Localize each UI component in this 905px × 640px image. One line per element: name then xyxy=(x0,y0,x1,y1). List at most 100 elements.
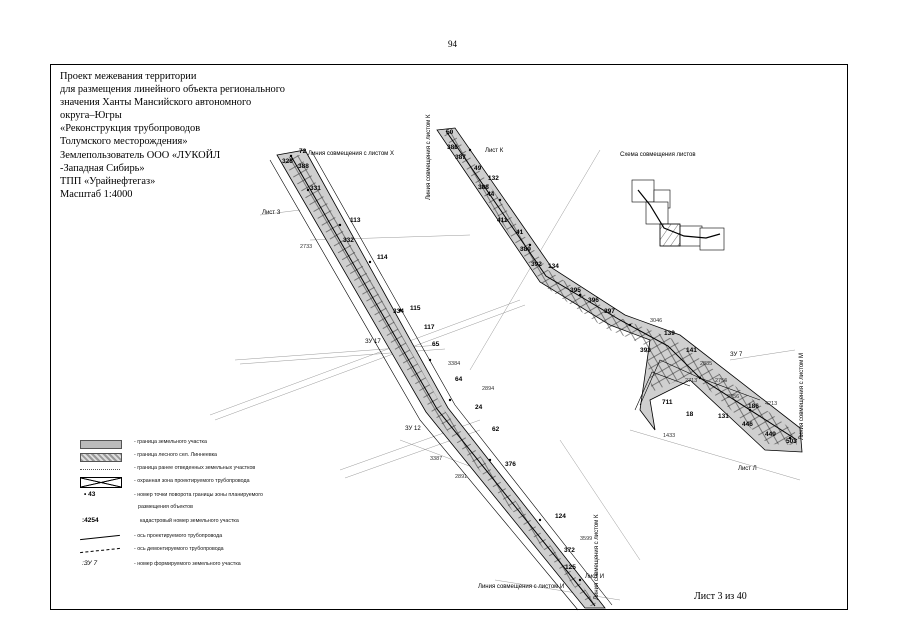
legend-protection-zone-symbol xyxy=(80,477,122,488)
parcel-label: 2756 xyxy=(715,378,727,384)
parcel-label: 2894 xyxy=(482,386,494,392)
right-corridor xyxy=(436,127,803,453)
point-label: 18 xyxy=(686,411,694,418)
parcel-label: 3046 xyxy=(650,318,662,324)
point-label: 49 xyxy=(474,165,482,172)
match-line-x-label: Линия совмещения с листом Х xyxy=(308,151,394,157)
legend-item: :ЗУ 7 - номер формируемого земельного уч… xyxy=(80,560,340,572)
parcel-label: 2733 xyxy=(300,244,312,250)
point-label: 503 xyxy=(786,438,797,445)
point-label: 131 xyxy=(718,413,729,420)
point-label: 376 xyxy=(505,461,516,468)
title-line: для размещения линейного объекта региона… xyxy=(60,84,285,96)
point-label: 41 xyxy=(516,229,524,236)
point-label: 393 xyxy=(640,347,651,354)
point-label: 395 xyxy=(570,287,581,294)
legend-item: размещения объектов xyxy=(80,503,340,515)
point-label: 446 xyxy=(742,421,753,428)
drawing-frame xyxy=(50,64,848,610)
legend-text: кадастровый номер земельного участка xyxy=(140,518,239,524)
right-point-labels: 50 386 387 49 132 388 44 411 41 389 134 … xyxy=(446,129,797,445)
point-label: 65 xyxy=(432,341,440,348)
legend-item: - граница земельного участка xyxy=(80,438,340,450)
point-label: 449 xyxy=(765,431,776,438)
point-label: 24 xyxy=(475,404,483,411)
point-label: 392 xyxy=(531,261,542,268)
point-label: 62 xyxy=(492,426,500,433)
legend-text: - граница земельного участка xyxy=(134,439,207,445)
point-label: 44 xyxy=(487,191,495,198)
scheme-title: Схема совмещения листов xyxy=(620,152,696,158)
page-number: 94 xyxy=(448,39,457,49)
sheet-i-label: Лист И xyxy=(585,574,604,580)
point-label: 124 xyxy=(555,513,566,520)
left-corridor xyxy=(269,149,613,611)
title-line: «Реконструкция трубопроводов xyxy=(60,123,201,135)
left-pipeline-axis xyxy=(290,155,596,607)
point-label: 388 xyxy=(478,184,489,191)
title-line: округа–Югры xyxy=(60,110,122,122)
sheet-z-label: Лист З xyxy=(262,210,281,216)
parcel-labels: 2733 3384 2894 3387 2891 3599 3046 2885 … xyxy=(300,244,777,542)
parcel-label: 1433 xyxy=(663,433,675,439)
parcel-label: 3387 xyxy=(430,456,442,462)
point-label: 114 xyxy=(377,254,388,261)
legend-text: - номер формируемого земельного участка xyxy=(134,561,241,567)
point-label: 186 xyxy=(748,403,759,410)
plot-zu12-label: ЗУ 12 xyxy=(405,426,421,432)
legend-item: - ось демонтируемого трубопровода xyxy=(80,545,340,557)
match-line-m-label: Линия совмещения с листом М xyxy=(799,353,805,440)
title-line: Проект межевания территории xyxy=(60,71,197,82)
point-label: 328 xyxy=(282,158,293,165)
legend-text: - граница ранее отведенных земельных уча… xyxy=(134,465,256,471)
point-label: 711 xyxy=(662,399,673,406)
legend-plot-number-symbol: :ЗУ 7 xyxy=(82,560,98,567)
point-label: 134 xyxy=(548,263,559,270)
title-line: Масштаб 1:4000 xyxy=(60,188,133,200)
title-line: ТПП «Урайнефтегаз» xyxy=(60,175,156,187)
point-label: 334 xyxy=(393,308,404,315)
sheet-l-label: Лист Л xyxy=(738,466,757,472)
match-line-k-upper-label: Линия совмещения с листом К xyxy=(426,114,432,200)
point-label: 117 xyxy=(424,324,435,331)
legend-item: • 43 - номер точки поворота границы зоны… xyxy=(80,491,340,503)
legend-previous-parcels-symbol xyxy=(80,469,120,470)
legend-axis-symbol xyxy=(80,534,120,541)
plot-zu17-label: ЗУ 17 xyxy=(365,339,381,345)
parcel-label: 2885 xyxy=(700,361,712,367)
legend-item: - ось проектируемого трубопровода xyxy=(80,532,340,544)
point-label: 397 xyxy=(604,308,615,315)
point-label: 64 xyxy=(455,376,463,383)
parcel-label: 2713 xyxy=(685,378,697,384)
point-label: 386 xyxy=(447,144,458,151)
title-line: -Западная Сибирь» xyxy=(60,162,145,174)
point-label: 372 xyxy=(564,547,575,554)
right-pipeline-axis xyxy=(445,130,798,441)
point-label: 139 xyxy=(664,330,675,337)
point-label: 388 xyxy=(298,163,309,170)
parcel-label: 3384 xyxy=(448,361,460,367)
match-line-i-label: Линия совмещения с листом И xyxy=(478,584,564,590)
point-label: 72 xyxy=(299,148,307,155)
sheet-number: Лист 3 из 40 xyxy=(694,591,747,602)
legend-item: - граница ранее отведенных земельных уча… xyxy=(80,464,340,476)
legend-text: - номер точки поворота границы зоны план… xyxy=(134,492,263,498)
parcel-label: 4213 xyxy=(765,401,777,407)
parcel-label: 3256 xyxy=(727,394,739,400)
point-label: 396 xyxy=(588,297,599,304)
legend-parcel-boundary-symbol xyxy=(80,440,122,449)
legend-dismantled-axis-symbol xyxy=(80,547,120,554)
title-line: Толумского месторождения» xyxy=(60,136,188,148)
left-corridor-hatch xyxy=(282,155,598,606)
sheet-scheme-inset xyxy=(631,179,725,251)
point-label: 141 xyxy=(686,347,697,354)
legend-item: - граница лесного сел. Линнеевка xyxy=(80,451,340,463)
sheet-k-label: Лист К xyxy=(485,148,504,154)
left-point-labels: 72 328 388 331 113 332 114 115 334 117 6… xyxy=(282,148,576,571)
point-label: 411 xyxy=(497,217,508,224)
boundary-points xyxy=(289,148,792,582)
parcel-label: 3599 xyxy=(580,536,592,542)
legend-cadastral-number-symbol: :4254 xyxy=(82,517,99,524)
point-label: 50 xyxy=(446,129,454,136)
legend-forest-boundary-symbol xyxy=(80,453,122,462)
